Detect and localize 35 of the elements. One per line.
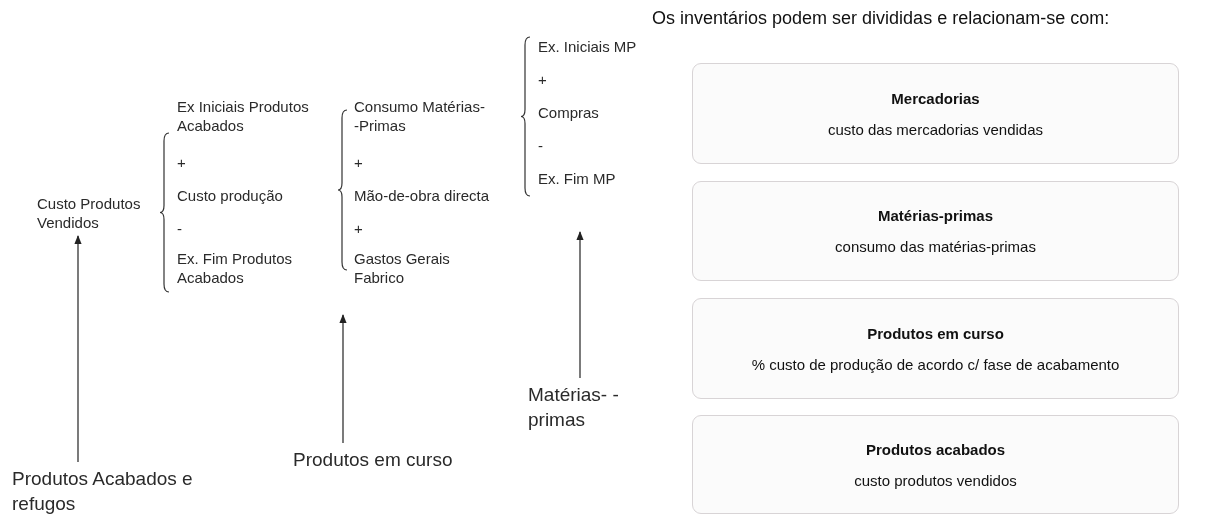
card-description: consumo das matérias-primas (835, 238, 1036, 255)
formula-term: - (538, 136, 543, 155)
title: Os inventários podem ser divididas e relacionam-se com: (652, 8, 1111, 29)
card-description: % custo de produção de acordo c/ fase de acabamento (751, 355, 1120, 373)
category-card (692, 181, 1179, 281)
formula-term: - (177, 219, 182, 238)
formula-term: + (177, 153, 186, 172)
formula-term: Custo produção (177, 186, 283, 205)
card-description: custo das mercadorias vendidas (827, 120, 1044, 138)
formula-term: Ex. Fim MP (538, 169, 616, 188)
arrow (74, 235, 82, 463)
formula-term: Ex. Fim Produtos Acabados (177, 249, 294, 287)
card-heading: Produtos em curso (867, 324, 1004, 342)
formula-term: + (538, 70, 547, 89)
formula-term: Gastos Gerais Fabrico (354, 249, 451, 287)
category-label: Matérias- -primas (528, 382, 628, 436)
card-description: custo produtos vendidos (854, 471, 1017, 489)
category-card (692, 63, 1179, 164)
card-heading: Matérias-primas (877, 207, 994, 224)
formula-term: + (354, 153, 363, 172)
category-label: Custo Produtos Vendidos (37, 194, 159, 234)
category-label: Produtos em curso (293, 447, 473, 475)
formula-term: Ex Iniciais Produtos Acabados (177, 97, 310, 135)
category-card (692, 298, 1179, 399)
category-card (692, 415, 1179, 514)
formula-term: Mão-de-obra directa (354, 186, 491, 205)
card-heading: Produtos acabados (865, 440, 1006, 458)
formula-term: Ex. Iniciais MP (538, 37, 638, 56)
arrow (576, 231, 584, 379)
formula-term: Compras (538, 103, 599, 122)
category-label: Produtos Acabados e refugos (12, 466, 212, 520)
formula-term: + (354, 219, 363, 238)
card-heading: Mercadorias (891, 89, 980, 107)
arrow (339, 314, 347, 444)
formula-term: Consumo Matérias- -Primas (354, 97, 486, 135)
